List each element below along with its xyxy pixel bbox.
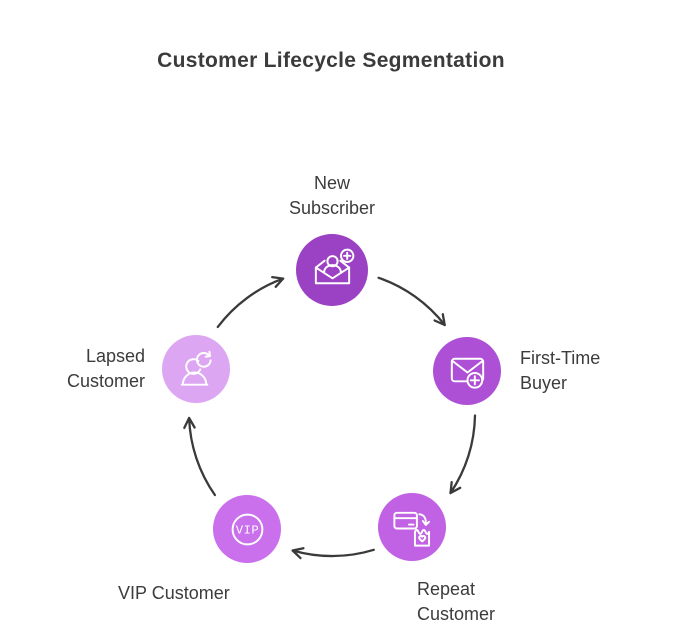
node-repeat-customer xyxy=(378,493,446,561)
label-first-time-buyer: First-Time Buyer xyxy=(520,348,601,393)
person-refresh-icon xyxy=(180,350,212,386)
arrow-vip-customer-to-lapsed-customer xyxy=(183,416,217,497)
node-new-subscriber xyxy=(296,234,368,306)
card-to-bag-icon xyxy=(392,511,430,547)
subscriber-add-envelope-icon xyxy=(314,248,354,284)
envelope-plus-icon xyxy=(450,357,484,389)
arrow-new-subscriber-to-first-time-buyer xyxy=(377,276,446,327)
vip-badge-icon: VIP xyxy=(231,513,263,545)
vip-badge-text: VIP xyxy=(235,523,258,537)
node-first-time-buyer xyxy=(433,337,501,405)
diagram-title: Customer Lifecycle Segmentation xyxy=(157,49,505,72)
label-repeat-customer: Repeat Customer xyxy=(417,579,496,624)
node-lapsed-customer xyxy=(162,335,230,403)
label-new-subscriber: New Subscriber xyxy=(288,173,376,218)
label-vip-customer: VIP Customer xyxy=(118,583,230,603)
arrow-lapsed-customer-to-new-subscriber xyxy=(216,275,285,329)
arrow-repeat-customer-to-vip-customer xyxy=(291,547,375,560)
node-vip-customer: VIP xyxy=(213,495,281,563)
label-lapsed-customer: Lapsed Customer xyxy=(66,346,145,391)
arrow-first-time-buyer-to-repeat-customer xyxy=(449,414,477,495)
